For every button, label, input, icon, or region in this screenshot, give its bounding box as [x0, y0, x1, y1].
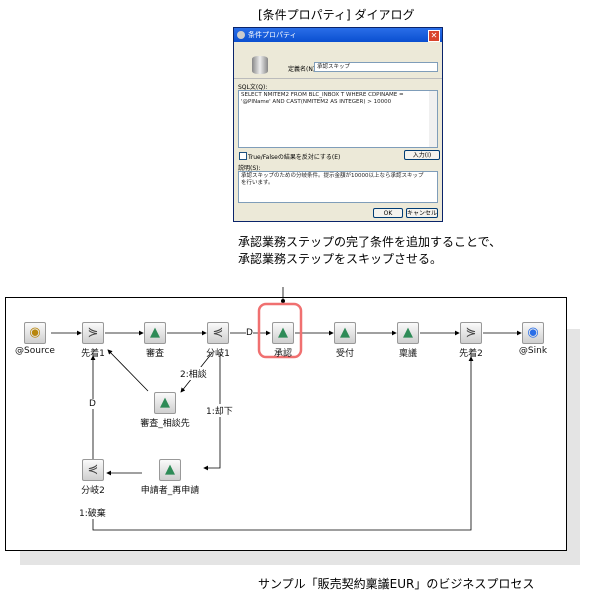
- edge: [107, 349, 149, 392]
- edge-label-reject: 1:却下: [206, 404, 233, 417]
- node-label-branch1: 分岐1: [206, 349, 230, 359]
- edge: [92, 356, 474, 531]
- invert-checkbox[interactable]: [239, 152, 247, 160]
- invert-label: True/Falseの結果を反対にする(E): [248, 154, 341, 161]
- node-label-ringi: 稟議: [398, 349, 418, 359]
- source-icon[interactable]: ◉: [24, 322, 46, 344]
- task-icon[interactable]: ▲: [334, 322, 356, 344]
- close-button[interactable]: ✕: [428, 30, 440, 42]
- edge-label-discard: 1:破棄: [79, 506, 106, 519]
- node-label-source: @Source: [15, 346, 55, 356]
- node-label-join2: 先着2: [459, 349, 483, 359]
- annotation: 承認業務ステップの完了条件を追加することで、 承認業務ステップをスキップさせる。: [238, 234, 501, 268]
- task-icon[interactable]: ▲: [397, 322, 419, 344]
- database-icon: [252, 56, 268, 74]
- node-label-reapply: 申請者_再申請: [140, 486, 200, 496]
- task-icon[interactable]: ▲: [272, 322, 294, 344]
- divider: [234, 78, 442, 79]
- branch-icon[interactable]: ⋞: [82, 459, 104, 481]
- edge: [203, 353, 221, 471]
- dialog-titlebar: 条件プロパティ: [234, 28, 442, 42]
- app-icon: [237, 31, 245, 39]
- highlight-box: [257, 302, 303, 359]
- cancel-button[interactable]: キャンセル: [406, 208, 438, 218]
- task-icon[interactable]: ▲: [144, 322, 166, 344]
- name-input[interactable]: 承認スキップ: [314, 62, 438, 72]
- node-label-review: 審査: [145, 349, 165, 359]
- join-icon[interactable]: ⋟: [82, 322, 104, 344]
- annotation-line-2: 承認業務ステップをスキップさせる。: [238, 252, 443, 266]
- node-label-branch2: 分岐2: [81, 486, 105, 496]
- input-button[interactable]: 入力(I): [404, 150, 440, 160]
- annotation-line-1: 承認業務ステップの完了条件を追加することで、: [238, 235, 502, 249]
- sql-label: SQL文(Q):: [238, 84, 268, 91]
- edge-label-d: D: [246, 328, 253, 338]
- sql-textarea[interactable]: SELECT NMITEM2 FROM BLC_INBOX T WHERE CD…: [238, 90, 438, 148]
- node-label-approve: 承認: [273, 349, 293, 359]
- join-icon[interactable]: ⋟: [460, 322, 482, 344]
- node-label-accept: 受付: [335, 349, 355, 359]
- dialog-title: 条件プロパティ: [248, 31, 297, 39]
- description-textarea[interactable]: 承認スキップのための分岐条件。提示金額が10000以上なら承認スキップを行います…: [238, 171, 438, 203]
- task-icon[interactable]: ▲: [154, 392, 176, 414]
- node-label-consult: 審査_相談先: [140, 419, 190, 429]
- sink-icon[interactable]: ◉: [522, 322, 544, 344]
- description-label: 説明(S):: [238, 165, 261, 172]
- branch-icon[interactable]: ⋞: [207, 322, 229, 344]
- name-label: 定義名(N):: [288, 66, 318, 73]
- dialog-caption: [条件プロパティ] ダイアログ: [258, 8, 415, 22]
- node-label-join1: 先着1: [81, 349, 105, 359]
- edge-label-d2: D: [89, 399, 96, 409]
- edge-label-consult: 2:相談: [180, 367, 207, 380]
- node-label-sink: @Sink: [518, 346, 548, 356]
- scrollbar[interactable]: [429, 91, 437, 147]
- footer-caption: サンプル「販売契約稟議EUR」のビジネスプロセス: [258, 577, 535, 591]
- task-icon[interactable]: ▲: [159, 459, 181, 481]
- ok-button[interactable]: OK: [373, 208, 403, 218]
- condition-properties-dialog: 条件プロパティ ✕ 定義名(N): 承認スキップ SQL文(Q): SELECT…: [233, 27, 443, 222]
